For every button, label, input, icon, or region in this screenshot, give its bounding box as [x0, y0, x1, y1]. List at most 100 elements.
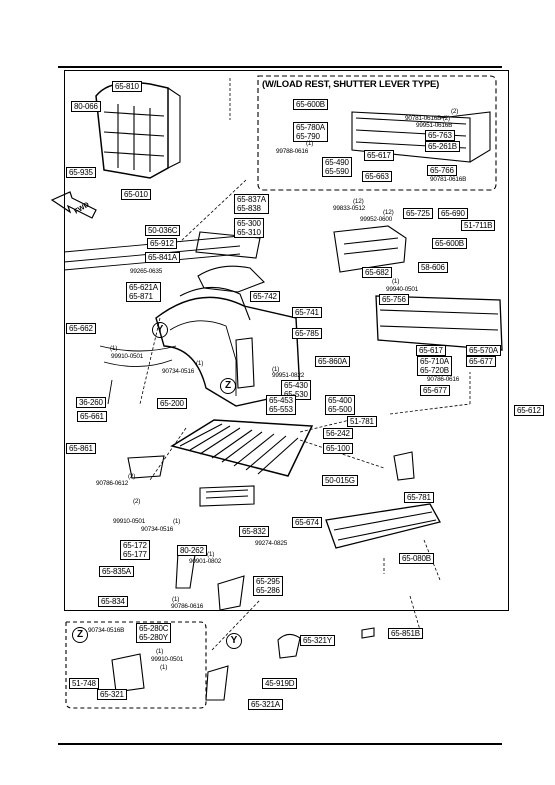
- part-note: (1): [272, 366, 280, 373]
- part-note: (2): [133, 498, 141, 505]
- part-note: 99910-0501: [151, 656, 184, 663]
- part-label: 65-080B: [399, 553, 434, 564]
- part-note: 99952-0600: [360, 216, 393, 223]
- part-note: (1): [196, 360, 204, 367]
- part-label: 65-834: [98, 596, 128, 607]
- part-label: 65-763: [425, 130, 455, 141]
- part-note: 99940-0501: [386, 286, 419, 293]
- part-label: 65-617: [364, 150, 394, 161]
- callout-z-upper: Z: [220, 378, 236, 394]
- part-label: 65-321: [97, 689, 127, 700]
- part-note: 90781-0616B (2): [405, 115, 450, 122]
- part-note: 90734-0516: [162, 368, 195, 375]
- part-label: 65-780A 65-790: [293, 122, 328, 142]
- part-label: 80-066: [71, 101, 101, 112]
- part-label: 65-612: [514, 405, 544, 416]
- part-label: 65-785: [292, 328, 322, 339]
- part-label: 51-781: [347, 416, 377, 427]
- part-label: 51-748: [69, 678, 99, 689]
- part-label: 65-742: [250, 291, 280, 302]
- part-label: 65-280C 65-280Y: [136, 623, 172, 643]
- part-note: (1): [173, 518, 181, 525]
- part-note: (1): [160, 664, 168, 671]
- part-note: 99951-0616B: [416, 122, 453, 129]
- part-label: 65-663: [362, 171, 392, 182]
- part-label: 65-810: [112, 81, 142, 92]
- part-note: (1): [172, 596, 180, 603]
- part-label: 65-674: [292, 517, 322, 528]
- part-label: 65-710A 65-720B: [417, 356, 452, 376]
- part-label: 65-766: [427, 165, 457, 176]
- part-label: 65-661: [77, 411, 107, 422]
- part-label: 65-321Y: [300, 635, 335, 646]
- part-note: 99833-0512: [333, 205, 366, 212]
- part-label: 65-935: [66, 167, 96, 178]
- part-label: 65-725: [403, 208, 433, 219]
- top-rule: [58, 66, 502, 68]
- part-note: 90786-0616: [427, 376, 460, 383]
- part-note: 99788-0616: [276, 148, 309, 155]
- part-label: 65-617: [416, 345, 446, 356]
- part-note: (2): [128, 473, 136, 480]
- callout-y-lower: Y: [226, 633, 242, 649]
- part-note: (1): [156, 648, 164, 655]
- part-note: 90901-0802: [189, 558, 222, 565]
- part-note: (2): [451, 108, 459, 115]
- part-note: 99274-0825: [255, 540, 288, 547]
- main-diagram-frame: [64, 70, 509, 611]
- part-note: 99951-0822: [272, 372, 305, 379]
- part-label: 65-172 65-177: [120, 540, 150, 560]
- part-label: 65-677: [466, 356, 496, 367]
- part-label: 65-756: [379, 294, 409, 305]
- part-label: 65-662: [66, 323, 96, 334]
- part-note: 90786-0616: [171, 603, 204, 610]
- part-label: 65-832: [239, 526, 269, 537]
- part-label: 65-851B: [388, 628, 423, 639]
- inset-title: (W/LOAD REST, SHUTTER LEVER TYPE): [262, 79, 440, 90]
- bottom-rule: [58, 743, 502, 745]
- part-label: 36-260: [76, 397, 106, 408]
- part-label: 50-036C: [145, 225, 181, 236]
- callout-y-upper: Y: [152, 322, 168, 338]
- part-label: 65-841A: [145, 252, 180, 263]
- part-note: 99910-0501: [113, 518, 146, 525]
- part-label: 65-300 65-310: [234, 218, 264, 238]
- part-note: 90734-0516B: [88, 627, 125, 634]
- part-label: 65-690: [438, 208, 468, 219]
- part-label: 51-711B: [461, 220, 496, 231]
- part-label: 65-781: [404, 492, 434, 503]
- part-label: 65-861: [66, 443, 96, 454]
- part-label: 65-837A 65-838: [234, 194, 269, 214]
- part-label: 65-682: [362, 267, 392, 278]
- part-label: 65-835A: [99, 566, 134, 577]
- part-label: 65-400 65-500: [325, 395, 355, 415]
- part-label: 65-295 65-286: [253, 576, 283, 596]
- part-label: 50-015G: [322, 475, 358, 486]
- part-note: (1): [207, 551, 215, 558]
- part-label: 65-621A 65-871: [126, 282, 161, 302]
- part-label: 65-570A: [466, 345, 501, 356]
- part-note: 99265-0635: [130, 268, 163, 275]
- part-label: 58-606: [418, 262, 448, 273]
- part-label: 65-860A: [315, 356, 350, 367]
- part-label: 65-677: [420, 385, 450, 396]
- part-label: 65-100: [323, 443, 353, 454]
- part-note: 90734-0516: [141, 526, 174, 533]
- part-label: 65-261B: [425, 141, 460, 152]
- part-label: 45-919D: [262, 678, 298, 689]
- part-label: 65-010: [121, 189, 151, 200]
- part-label: 65-600B: [293, 99, 328, 110]
- part-note: 99910-0501: [111, 353, 144, 360]
- part-label: 65-741: [292, 307, 322, 318]
- part-note: (12): [353, 198, 364, 205]
- part-note: 90781-0616B: [430, 176, 467, 183]
- part-note: (1): [392, 278, 400, 285]
- part-label: 65-200: [157, 398, 187, 409]
- part-note: (1): [306, 140, 314, 147]
- part-note: (12): [383, 209, 394, 216]
- part-note: 90786-0612: [96, 480, 129, 487]
- part-label: 65-600B: [432, 238, 467, 249]
- part-label: 65-912: [147, 238, 177, 249]
- part-label: 65-490 65-590: [322, 157, 352, 177]
